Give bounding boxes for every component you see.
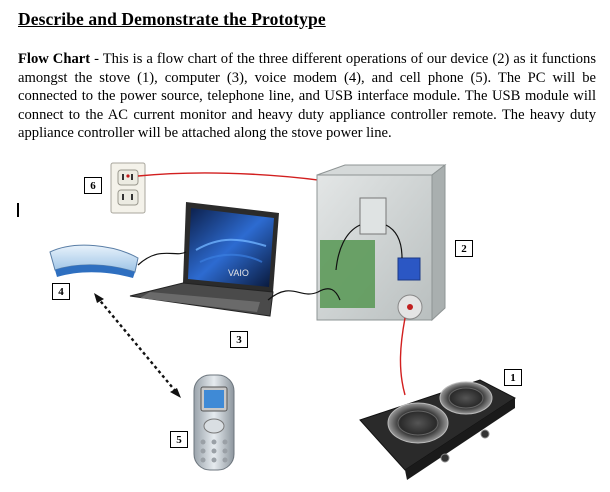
laptop-brand-label: VAIO	[228, 268, 249, 278]
wall-outlet-icon	[110, 162, 146, 214]
voice-modem-icon	[49, 244, 139, 278]
flow-chart-lead: Flow Chart	[18, 51, 91, 67]
label-stove: 1	[504, 369, 522, 386]
flow-chart-text: - This is a flow chart of the three diff…	[18, 51, 597, 142]
cell-phone-icon	[193, 374, 235, 471]
flow-chart-description: Flow Chart - This is a flow chart of the…	[18, 50, 596, 143]
label-modem: 4	[52, 283, 70, 300]
label-phone: 5	[170, 431, 188, 448]
phone-cable	[137, 251, 187, 266]
text-cursor	[17, 203, 19, 217]
hot-plate-stove-icon	[359, 379, 516, 480]
laptop-computer-icon: VAIO	[129, 202, 279, 317]
prototype-device-icon	[316, 163, 447, 322]
label-computer: 3	[230, 331, 248, 348]
label-device: 2	[455, 240, 473, 257]
wireless-link	[96, 296, 178, 394]
label-outlet: 6	[84, 177, 102, 194]
power-line-stove	[399, 317, 406, 396]
usb-cable	[267, 288, 341, 301]
page-title: Describe and Demonstrate the Prototype	[18, 9, 326, 29]
